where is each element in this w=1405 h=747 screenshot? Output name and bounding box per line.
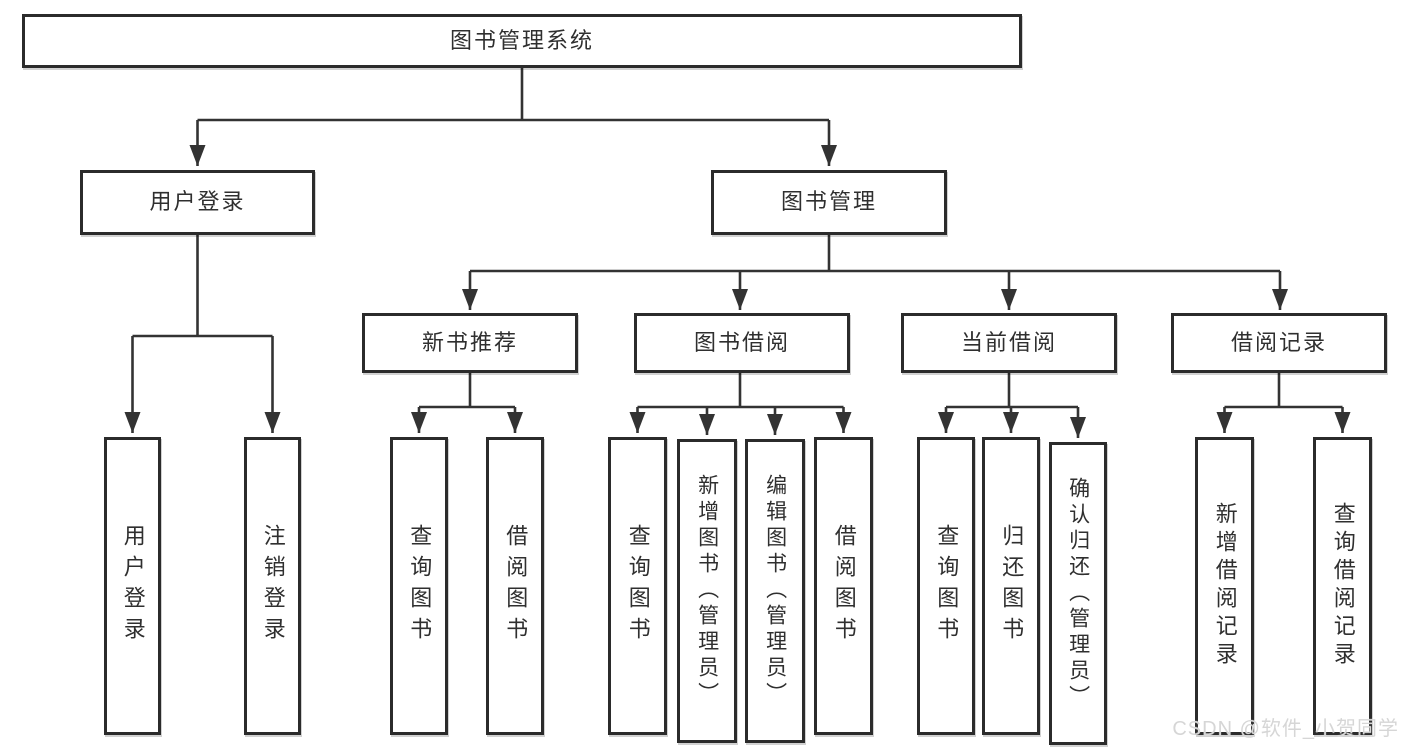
node-leaf-borrow-books-2: 借阅图书	[814, 437, 873, 735]
node-leaf-user-login: 用户登录	[104, 437, 161, 735]
node-book-borrow: 图书借阅	[634, 313, 850, 373]
node-leaf-add-books-admin: 新增图书（管理员）	[677, 439, 737, 743]
csdn-watermark: CSDN @软件_小贺同学	[1172, 718, 1399, 740]
node-root: 图书管理系统	[22, 14, 1022, 68]
node-borrow-records: 借阅记录	[1171, 313, 1387, 373]
node-leaf-edit-books-admin: 编辑图书（管理员）	[745, 439, 805, 743]
node-leaf-confirm-return-admin: 确认归还（管理员）	[1049, 442, 1107, 745]
node-current-borrow: 当前借阅	[901, 313, 1117, 373]
node-user-login: 用户登录	[80, 170, 315, 235]
node-leaf-query-books-3: 查询图书	[917, 437, 975, 735]
node-leaf-return-books: 归还图书	[982, 437, 1040, 735]
node-new-book-recommend: 新书推荐	[362, 313, 578, 373]
node-book-management: 图书管理	[711, 170, 947, 235]
node-leaf-query-borrow-record: 查询借阅记录	[1313, 437, 1372, 735]
node-leaf-query-books-1: 查询图书	[390, 437, 448, 735]
node-leaf-logout: 注销登录	[244, 437, 301, 735]
node-leaf-borrow-books-1: 借阅图书	[486, 437, 544, 735]
node-leaf-query-books-2: 查询图书	[608, 437, 667, 735]
node-leaf-add-borrow-record: 新增借阅记录	[1195, 437, 1254, 735]
